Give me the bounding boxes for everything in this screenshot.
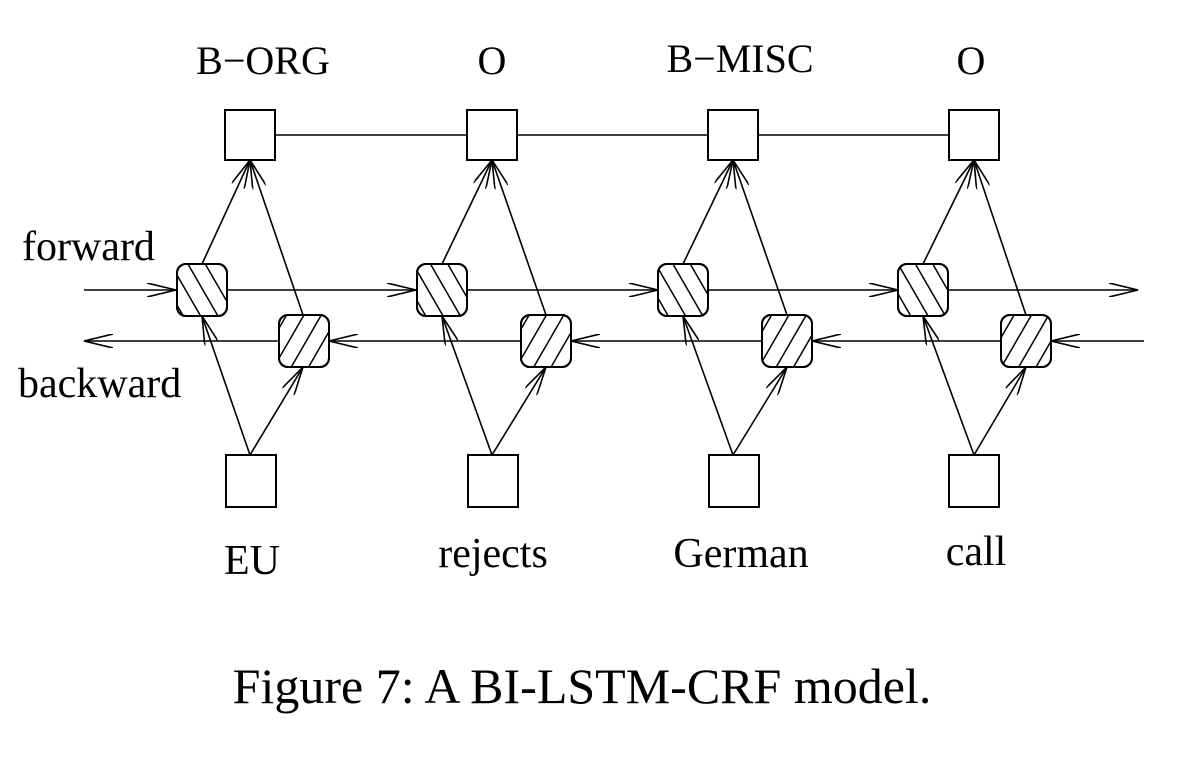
- forward-to-tag-arrow: [441, 160, 492, 265]
- input-to-forward-arrow: [683, 316, 734, 456]
- tag-node: [224, 109, 276, 161]
- backward-label: backward: [18, 361, 181, 407]
- backward-lstm-cell: [520, 314, 572, 368]
- figure-caption: Figure 7: A BI-LSTM-CRF model.: [233, 658, 932, 714]
- word-label: EU: [224, 538, 280, 584]
- tag-label: O: [957, 38, 986, 83]
- tag-node: [948, 109, 1000, 161]
- input-to-backward-arrow: [491, 367, 546, 456]
- tag-label: O: [478, 38, 507, 83]
- tag-node: [707, 109, 759, 161]
- forward-lstm-cell: [416, 263, 468, 317]
- input-to-forward-arrow: [202, 316, 251, 456]
- tag-node: [466, 109, 518, 161]
- backward-to-tag-arrow: [974, 160, 1027, 316]
- forward-to-tag-arrow: [201, 160, 250, 265]
- forward-to-tag-arrow: [682, 160, 733, 265]
- input-to-forward-arrow: [442, 316, 493, 456]
- word-label: call: [946, 529, 1007, 575]
- backward-to-tag-arrow: [733, 160, 788, 316]
- tag-label: B−ORG: [196, 38, 330, 83]
- word-label: rejects: [438, 531, 548, 577]
- word-label: German: [673, 531, 808, 577]
- backward-lstm-cell: [278, 314, 330, 368]
- input-to-forward-arrow: [923, 316, 975, 456]
- input-node: [948, 454, 1000, 508]
- input-to-backward-arrow: [249, 367, 303, 456]
- input-node: [225, 454, 277, 508]
- tag-label: B−MISC: [666, 36, 813, 81]
- forward-lstm-cell: [657, 263, 709, 317]
- backward-to-tag-arrow: [250, 160, 304, 316]
- forward-to-tag-arrow: [922, 160, 974, 265]
- forward-lstm-cell: [176, 263, 228, 317]
- input-node: [467, 454, 519, 508]
- input-to-backward-arrow: [973, 367, 1026, 456]
- backward-lstm-cell: [761, 314, 813, 368]
- input-to-backward-arrow: [732, 367, 787, 456]
- backward-to-tag-arrow: [492, 160, 547, 316]
- backward-lstm-cell: [1000, 314, 1052, 368]
- input-node: [708, 454, 760, 508]
- forward-lstm-cell: [897, 263, 949, 317]
- forward-label: forward: [22, 224, 155, 270]
